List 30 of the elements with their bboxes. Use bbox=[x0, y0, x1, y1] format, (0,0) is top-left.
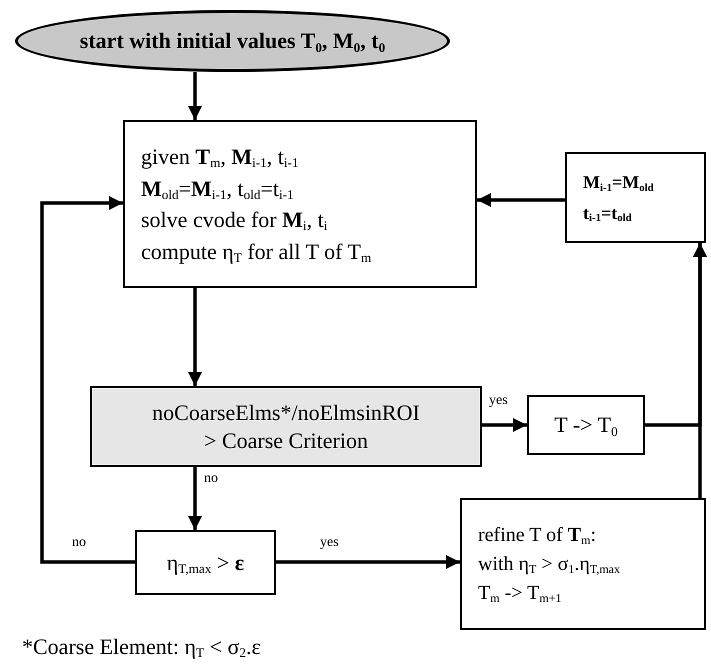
node-text: with η$_{T}$ > σ$_{1}$.η$_{T,max}$ bbox=[478, 552, 621, 576]
process-box bbox=[460, 498, 706, 630]
arrow bbox=[40, 196, 135, 564]
node-text: T$_{m}$ -> T$_{m+1}$ bbox=[478, 580, 562, 606]
arrow bbox=[477, 193, 565, 207]
edge-label: yes bbox=[487, 394, 510, 408]
arrow bbox=[693, 243, 707, 498]
node-text: M$_{i-1}$=M$_{old}$ bbox=[583, 171, 655, 194]
node-text: η$_{T,max}$ > ε bbox=[166, 548, 244, 576]
node-text: noCoarseElms*/noElmsinROI > Coarse Criterion bbox=[151, 399, 421, 454]
process-box bbox=[123, 120, 477, 288]
node-text: refine T of T$_{m}$: bbox=[478, 522, 598, 548]
arrow bbox=[188, 467, 202, 530]
process-box bbox=[135, 530, 276, 595]
node-text: compute η$_{T}$ for all T of T$_{m}$ bbox=[141, 238, 372, 265]
arrow bbox=[188, 72, 202, 120]
arrow bbox=[188, 288, 202, 386]
arrow bbox=[276, 555, 460, 569]
footnote: *Coarse Element: η$_{T}$ < σ$_{2}$.ε bbox=[22, 633, 261, 662]
node-text: T -> T$_{0}$ bbox=[554, 411, 618, 439]
node-text: M$_{old}$=M$_{i-1}$, t$_{old}$=t$_{i-1}$ bbox=[141, 174, 295, 202]
process-box bbox=[565, 152, 706, 243]
decision-box bbox=[90, 386, 482, 467]
node-text: start with initial values T$_{0}$, M$_{0}$, t$_{0}$ bbox=[80, 27, 386, 55]
arrow bbox=[482, 418, 527, 432]
edge-label: yes bbox=[318, 536, 341, 550]
node-text: solve cvode for M$_{i}$, t$_{i}$ bbox=[141, 206, 328, 234]
node-text: given T$_{m}$, M$_{i-1}$, t$_{i-1}$ bbox=[141, 143, 300, 170]
process-box bbox=[527, 395, 645, 455]
node-text: t$_{i-1}$=t$_{old}$ bbox=[583, 202, 633, 224]
